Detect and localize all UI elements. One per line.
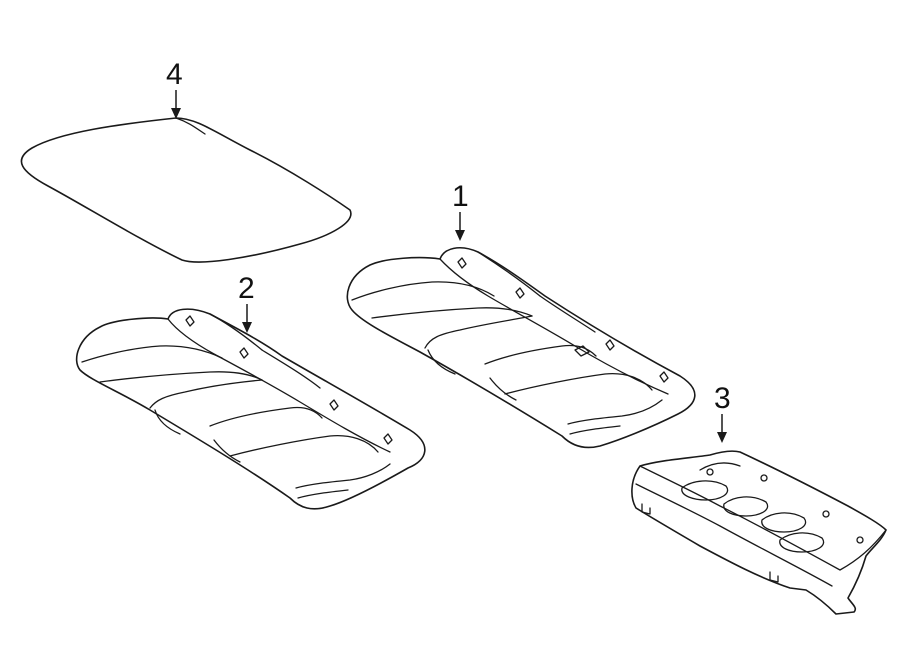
frame-cutout <box>723 496 769 517</box>
callout-2: 2 <box>238 272 255 333</box>
mount-hole <box>760 474 768 482</box>
arrow-head-3 <box>717 432 727 443</box>
logo-tag <box>574 345 590 357</box>
callout-label-1: 1 <box>452 180 469 213</box>
arrow-head-1 <box>455 230 465 241</box>
clip-slot <box>329 399 339 411</box>
frame-cutout <box>779 532 825 553</box>
callout-3: 3 <box>714 382 731 443</box>
callout-label-4: 4 <box>166 58 183 91</box>
clip-slot <box>457 257 467 269</box>
clip-slot <box>515 287 525 299</box>
clip-slot <box>659 371 669 383</box>
mount-hole <box>822 510 830 518</box>
part-2-cushion <box>75 308 426 510</box>
clip-slot <box>383 433 393 445</box>
clip-slot <box>605 339 615 351</box>
callout-label-3: 3 <box>714 382 731 415</box>
mount-hole <box>706 468 714 476</box>
part-4-pad <box>20 117 352 263</box>
arrow-head-4 <box>171 108 181 119</box>
frame-cutout <box>681 480 729 501</box>
clip-slot <box>185 315 195 327</box>
arrow-head-2 <box>242 322 252 333</box>
mount-hole <box>856 536 864 544</box>
callout-label-2: 2 <box>238 272 255 305</box>
callout-1: 1 <box>452 180 469 241</box>
clip-slot <box>239 347 249 359</box>
part-3-frame <box>631 450 887 615</box>
part-1-cover <box>346 247 696 449</box>
callout-4: 4 <box>166 58 183 119</box>
frame-cutout <box>761 512 807 533</box>
